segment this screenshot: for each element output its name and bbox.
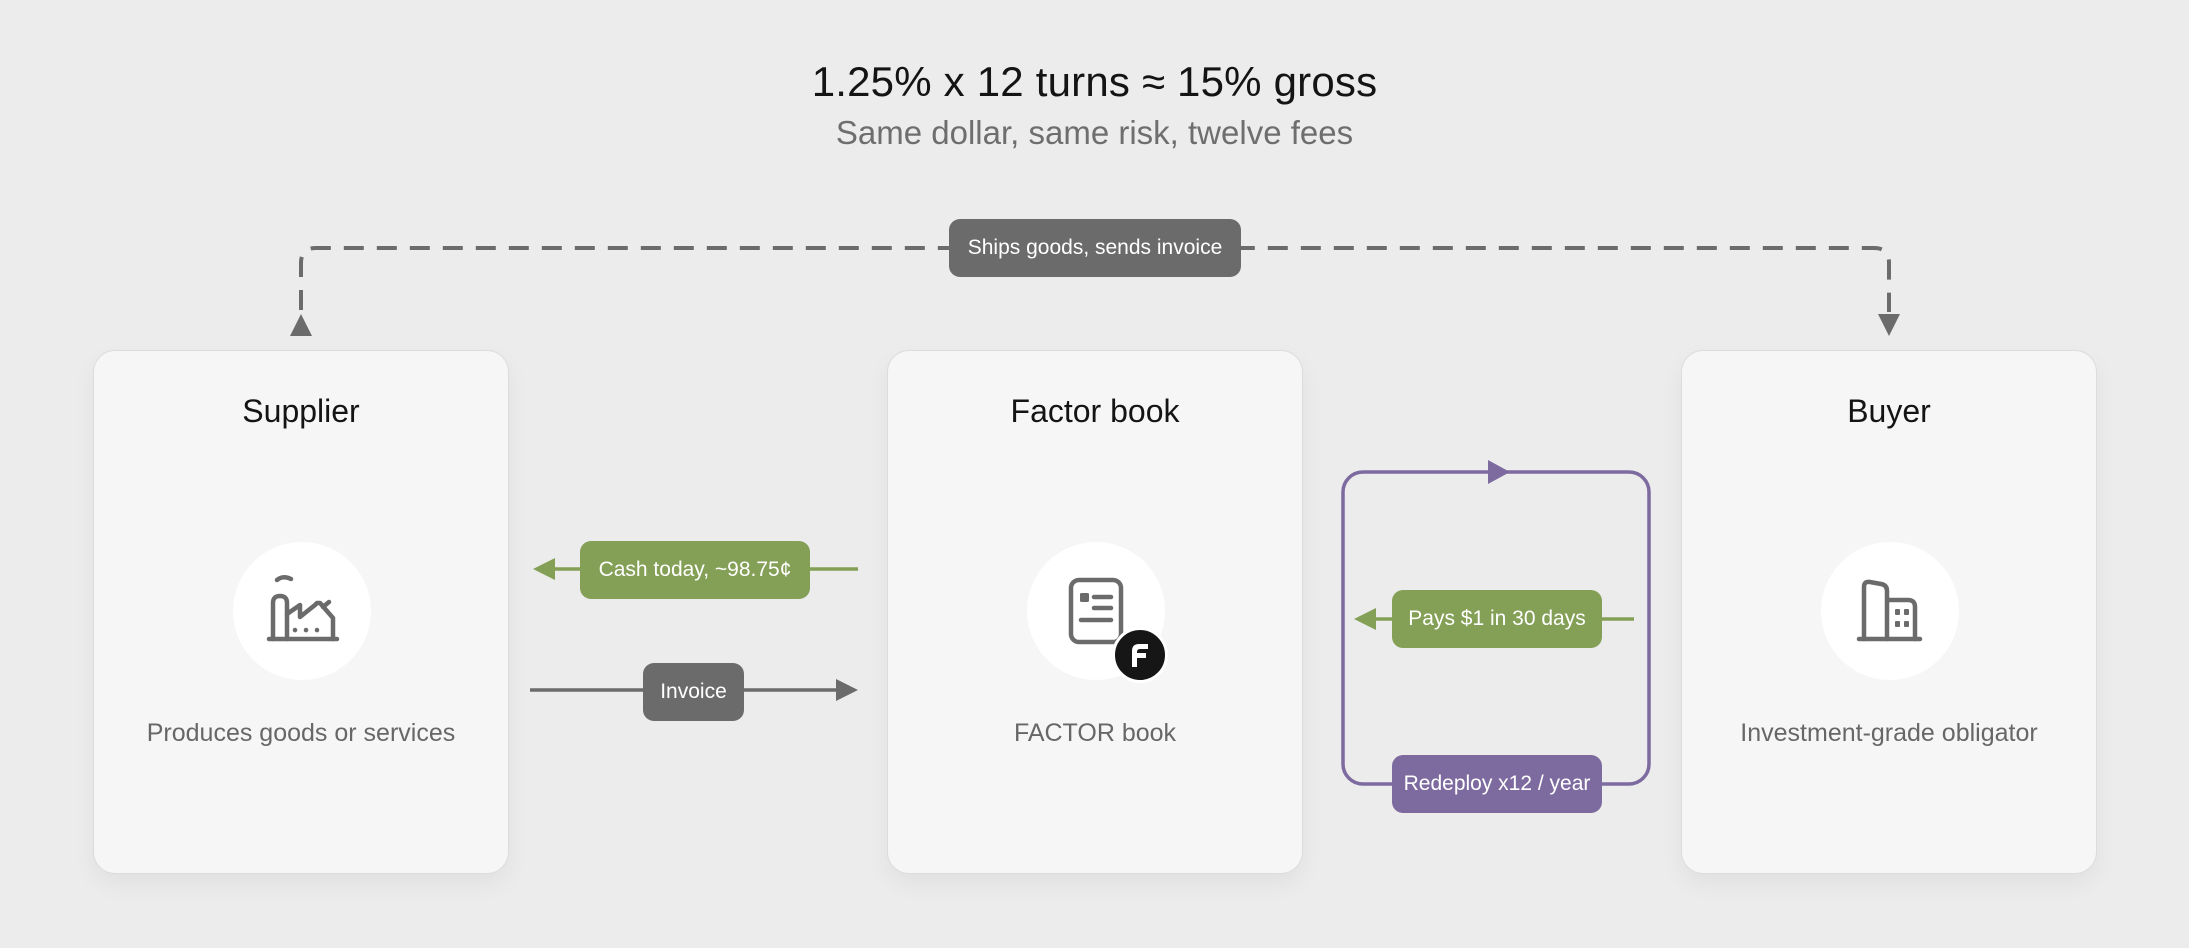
f-logo-icon [1132, 644, 1148, 667]
buyer-description: Investment-grade obligator [1740, 719, 2038, 747]
redeploy-arrowhead [1488, 460, 1510, 484]
factor-book-title: Factor book [1010, 393, 1180, 429]
pays-label: Pays $1 in 30 days [1392, 590, 1602, 648]
cash-today-label: Cash today, ~98.75¢ [580, 541, 810, 599]
invoice-arrowhead [836, 679, 858, 701]
factor-icon-circle [1027, 542, 1168, 683]
cash-arrowhead [533, 558, 555, 580]
supplier-card: Supplier Produces goods or services [93, 350, 509, 874]
pays-arrowhead [1354, 608, 1376, 630]
diagram-subtitle: Same dollar, same risk, twelve fees [835, 114, 1354, 151]
supplier-icon-circle [233, 542, 371, 680]
ships-goods-label: Ships goods, sends invoice [949, 219, 1241, 277]
supplier-description: Produces goods or services [146, 719, 456, 747]
buyer-icon-circle [1821, 542, 1959, 680]
ships-arrowhead-up [290, 314, 312, 336]
ships-arrowhead-down [1878, 314, 1900, 336]
invoice-label: Invoice [643, 663, 744, 721]
building-icon [1856, 579, 1923, 642]
factor-book-card: Factor book FACTOR book [887, 350, 1303, 874]
redeploy-label: Redeploy x12 / year [1392, 755, 1602, 813]
supplier-title: Supplier [242, 393, 360, 429]
f-logo-badge [1112, 627, 1168, 683]
document-icon [1068, 577, 1124, 645]
factory-icon [266, 575, 340, 642]
factor-book-description: FACTOR book [1013, 719, 1177, 747]
diagram-title: 1.25% x 12 turns ≈ 15% gross [811, 58, 1378, 105]
buyer-card: Buyer Investment-grade obligator [1681, 350, 2097, 874]
buyer-title: Buyer [1847, 393, 1931, 429]
